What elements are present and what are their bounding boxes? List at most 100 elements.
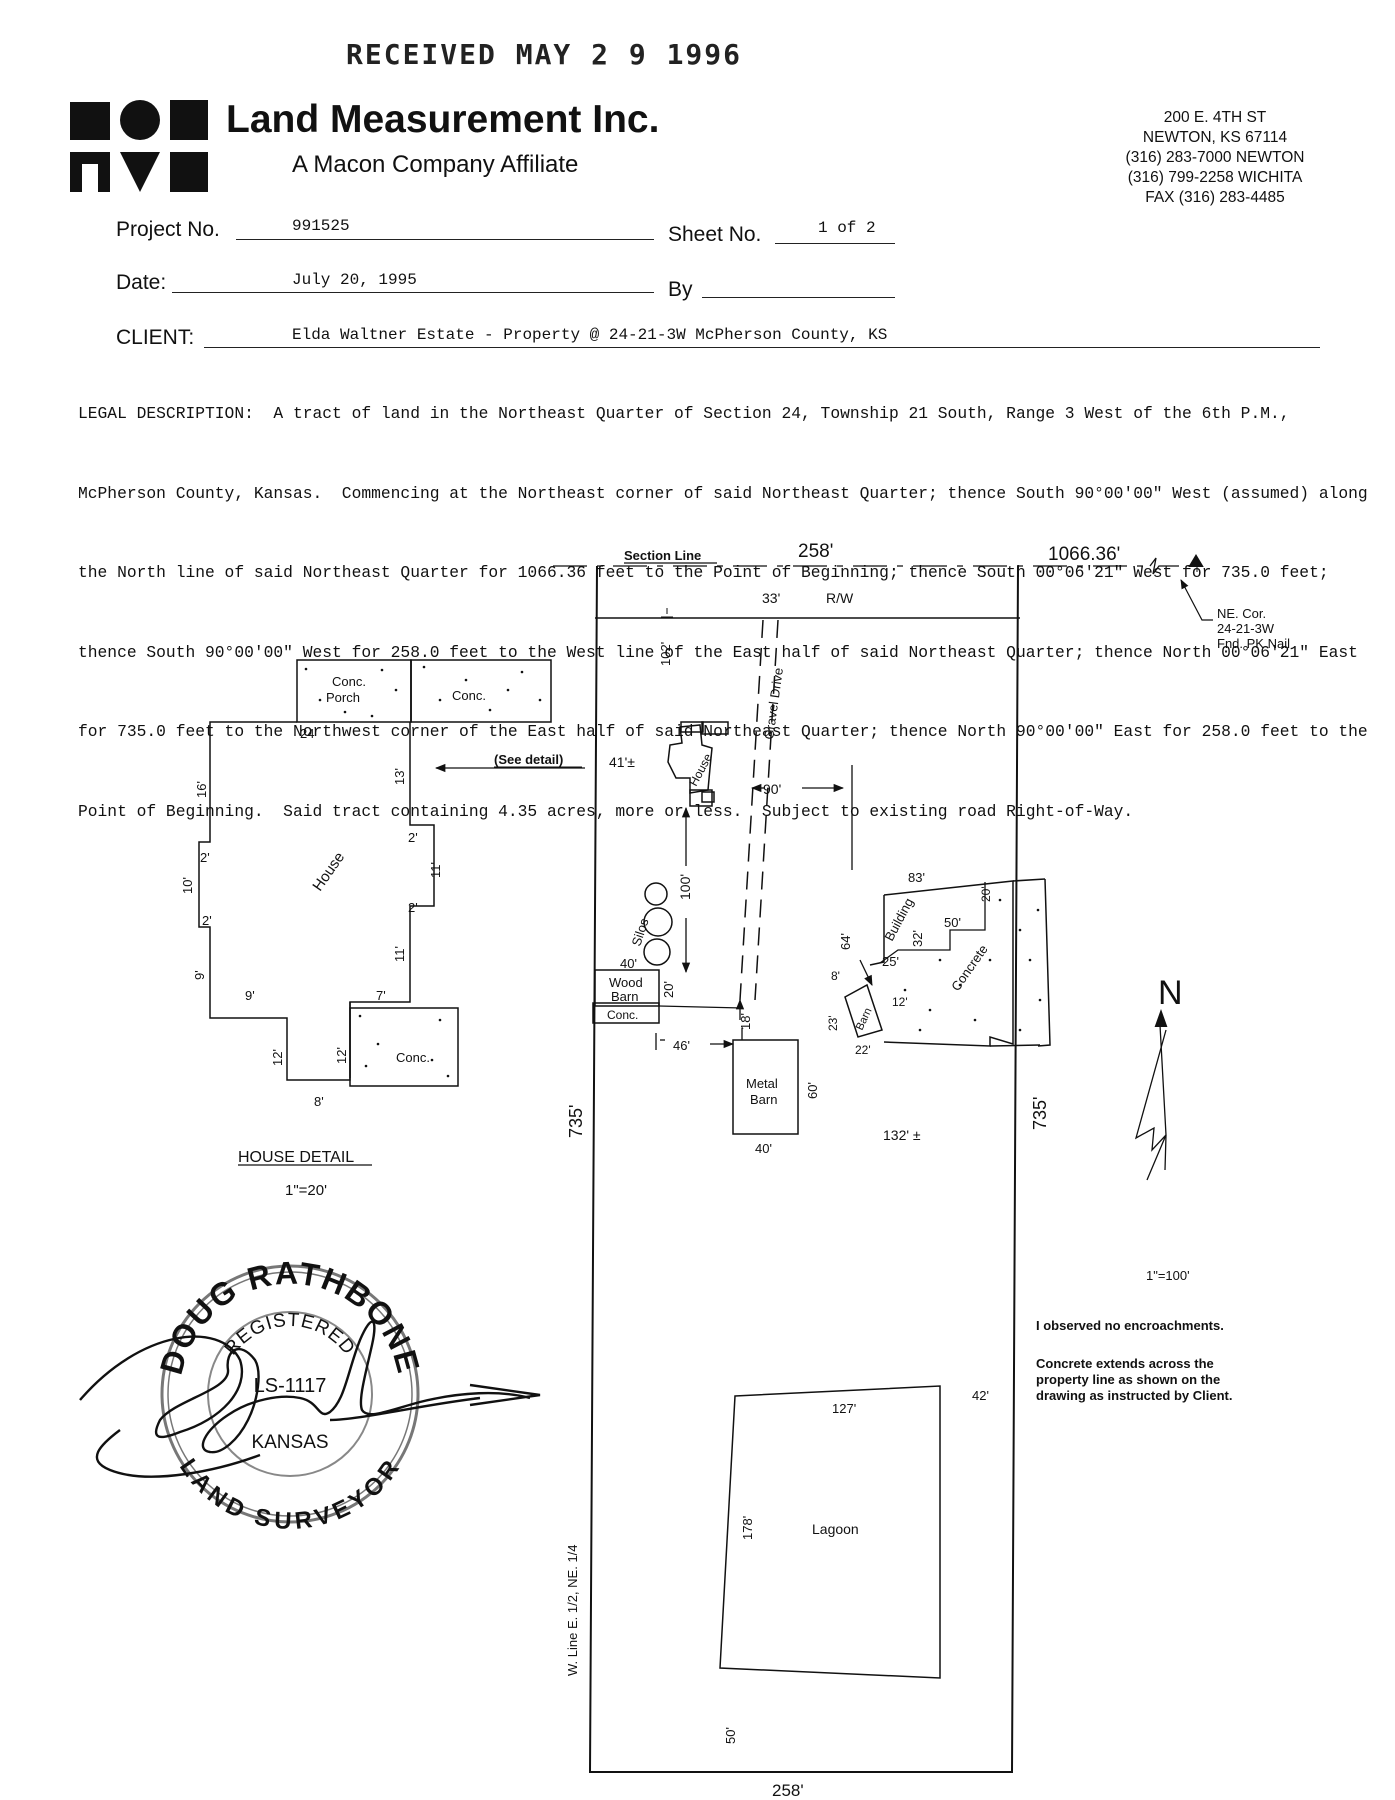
house-dimension: 13' xyxy=(392,768,407,785)
address-line: FAX (316) 283-4485 xyxy=(1145,189,1285,206)
building-offset-dimension: 20' xyxy=(979,886,993,902)
building-depth-dimension: 64' xyxy=(838,933,853,950)
house-to-barn-dimension: 100' xyxy=(677,874,693,900)
ne-corner-label: 24-21-3W xyxy=(1217,621,1275,636)
signature xyxy=(79,1320,541,1478)
house-dimension: 8' xyxy=(314,1094,324,1109)
received-stamp: RECEIVED MAY 2 9 1996 xyxy=(346,38,743,71)
gravel-drive-label: Gravel Drive xyxy=(761,667,786,741)
by-underline xyxy=(702,297,895,298)
building-step-width-dimension: 25' xyxy=(882,954,899,969)
gravel-drive-edge xyxy=(754,619,779,1001)
lagoon-east-dimension: 42' xyxy=(972,1388,989,1403)
barn-label: Barn xyxy=(854,1006,875,1032)
house-label: House xyxy=(309,849,348,894)
wood-barn-label: Barn xyxy=(611,989,638,1004)
drive-to-barn-dimension: 18' xyxy=(738,1013,753,1030)
house-to-building-dimension: 90' xyxy=(763,781,781,797)
row-label: R/W xyxy=(826,590,854,606)
concrete-slab-outline xyxy=(349,1007,459,1087)
ne-corner-label: Fnd. PK Nail xyxy=(1217,636,1290,651)
surveyor-seal: DOUG RATHBONE LAND SURVEYOR REGISTERED L… xyxy=(153,1255,425,1535)
top-dimension: 258' xyxy=(798,541,833,562)
metal-barn-outline xyxy=(732,1039,799,1135)
seal-bottom-text: LAND SURVEYOR xyxy=(174,1454,406,1535)
company-address: 200 E. 4TH ST NEWTON, KS 67114 (316) 283… xyxy=(1100,108,1330,208)
house-dimension: 12' xyxy=(270,1049,285,1066)
sheet-underline xyxy=(775,243,895,244)
encroachment-note: I observed no encroachments. xyxy=(1036,1318,1224,1333)
address-line: (316) 799-2258 WICHITA xyxy=(1127,169,1303,186)
date-label: Date: xyxy=(116,271,167,294)
east-side-dimension: 735' xyxy=(1030,1097,1050,1130)
metal-barn-label: Metal xyxy=(746,1076,778,1091)
silo xyxy=(643,907,673,937)
house-dimension: 2' xyxy=(408,900,418,915)
by-label: By xyxy=(668,278,693,301)
concrete-hatch xyxy=(304,665,1042,1078)
date-value: July 20, 1995 xyxy=(292,271,417,289)
silo xyxy=(643,938,671,966)
barn-width-dimension: 22' xyxy=(855,1043,871,1057)
setback-dimension: 102' xyxy=(658,642,673,666)
company-name: Land Measurement Inc. xyxy=(226,98,660,141)
legal-line: for 735.0 feet to the Northwest corner o… xyxy=(78,722,1368,741)
gravel-drive-edge xyxy=(739,619,764,1001)
project-label: Project No. xyxy=(116,218,220,241)
legal-line: thence South 90°00'00" West for 258.0 fe… xyxy=(78,642,1358,662)
ne-corner-label: NE. Cor. xyxy=(1217,606,1266,621)
house-dimension: 2' xyxy=(408,830,418,845)
building-step-dimension: 32' xyxy=(910,930,925,947)
sheet-value: 1 of 2 xyxy=(818,219,876,237)
legal-line: LEGAL DESCRIPTION: A tract of land in th… xyxy=(78,404,1290,423)
house-detail-title: HOUSE DETAIL xyxy=(238,1149,354,1166)
east-dimension: 1066.36' xyxy=(1048,544,1120,565)
barn-small-outline xyxy=(844,983,883,1038)
house-label-small: House xyxy=(686,751,715,788)
barn-spacing-dimension: 46' xyxy=(673,1038,690,1053)
house-dimension: 9' xyxy=(245,988,255,1003)
address-line: NEWTON, KS 67114 xyxy=(1142,129,1288,146)
concrete-label: Conc. xyxy=(396,1050,430,1065)
wood-barn-conc-label: Conc. xyxy=(607,1008,638,1022)
legal-line: Point of Beginning. Said tract containin… xyxy=(78,801,1134,821)
house-dimension: 2' xyxy=(200,850,210,865)
north-label: N xyxy=(1158,974,1183,1012)
house-detail-drawing xyxy=(198,659,552,1087)
barn-gap-dimension: 8' xyxy=(831,969,840,983)
company-logo xyxy=(70,100,208,192)
concrete-note: Concrete extends across the property lin… xyxy=(1036,1356,1233,1403)
concrete-label: Conc. xyxy=(332,674,366,689)
company-affiliate: A Macon Company Affiliate xyxy=(292,151,579,178)
house-outline-small xyxy=(667,721,729,807)
metal-barn-width-dimension: 40' xyxy=(755,1141,772,1156)
lagoon-width-dimension: 127' xyxy=(832,1401,856,1416)
house-dimension: 10' xyxy=(180,877,195,894)
wood-barn-outline xyxy=(594,969,660,1007)
project-value: 991525 xyxy=(292,217,350,235)
north-arrow-icon xyxy=(1134,1029,1167,1181)
west-dimension: 735' xyxy=(566,1105,586,1138)
porch-width-dimension: 24' xyxy=(300,726,317,741)
lagoon-depth-dimension: 178' xyxy=(740,1516,755,1540)
house-dimension: 2' xyxy=(202,913,212,928)
legal-line: McPherson County, Kansas. Commencing at … xyxy=(78,483,1368,503)
house-dimension: 11' xyxy=(392,946,407,962)
house-setback-dimension: 41'± xyxy=(609,754,635,770)
lagoon-outline xyxy=(719,1385,941,1679)
wood-barn-label: Wood xyxy=(609,975,643,990)
legal-line: the North line of said Northeast Quarter… xyxy=(78,563,1329,582)
metal-barn-label: Barn xyxy=(750,1092,777,1107)
concrete-label: Conc. xyxy=(452,688,486,703)
silo xyxy=(644,882,668,906)
house-dimension: 12' xyxy=(334,1047,349,1064)
lagoon-south-dimension: 50' xyxy=(723,1727,738,1744)
east-setback-dimension: 132' ± xyxy=(883,1127,921,1143)
section-line-label: Section Line xyxy=(624,548,701,563)
house-detail-scale: 1"=20' xyxy=(285,1182,327,1199)
address-line: (316) 283-7000 NEWTON xyxy=(1125,149,1305,166)
metal-barn-depth-dimension: 60' xyxy=(805,1082,820,1099)
bottom-dimension: 258' xyxy=(772,1781,804,1800)
